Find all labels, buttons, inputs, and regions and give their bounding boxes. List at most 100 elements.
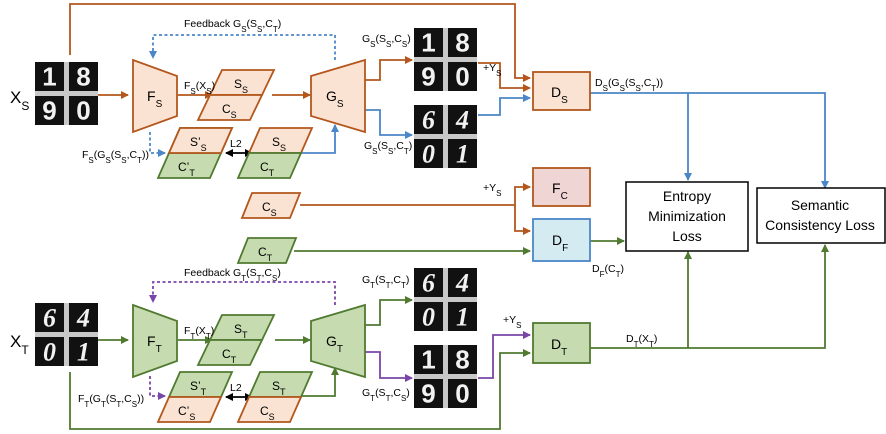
digit-cell xyxy=(448,105,477,134)
semantic-loss-line-1: Semantic xyxy=(791,197,849,213)
digit-cell xyxy=(35,62,64,91)
cs-input-label: CS xyxy=(262,200,277,218)
gt-label: GT xyxy=(326,333,343,355)
digit-cell xyxy=(69,337,98,366)
target-input-label: XT xyxy=(10,332,29,357)
digit-glyph: 1 xyxy=(77,338,90,367)
target-l2-label: L2 xyxy=(230,382,242,394)
semantic-loss-box xyxy=(756,187,886,244)
digit-cell xyxy=(69,303,98,332)
digit-glyph: 0 xyxy=(43,338,56,367)
ds-to-losses-line xyxy=(588,92,829,189)
ds-output-label: DS(GS(SS,CT)) xyxy=(595,77,663,93)
target-swap-s: ST xyxy=(272,379,286,397)
target-recon-c: C’S xyxy=(178,404,195,422)
source-recon-s: S’S xyxy=(190,135,207,153)
target-generator-gt xyxy=(310,303,366,379)
target-skip-connection xyxy=(69,349,531,430)
fc-label: FC xyxy=(552,180,568,202)
gt-to-same-image-arrow xyxy=(365,296,413,326)
digit-cell xyxy=(414,28,443,57)
gs-cross-label: GS(SS,CT) xyxy=(364,140,412,156)
digit-glyph: 0 xyxy=(455,379,469,409)
digit-cell xyxy=(69,96,98,125)
target-flow-lines xyxy=(69,244,829,430)
middle-flow-lines xyxy=(294,183,625,255)
digit-glyph: 1 xyxy=(456,140,469,169)
ct-input-label: CT xyxy=(258,245,273,263)
source-latent-c: CS xyxy=(222,102,237,120)
target-recon-arrow xyxy=(149,376,166,400)
source-swap-s: SS xyxy=(272,135,286,153)
target-recon-code xyxy=(156,371,234,423)
cs-input-code xyxy=(240,192,302,219)
source-skip-connection xyxy=(69,3,531,82)
semantic-loss-line-2: Consistency Loss xyxy=(765,217,875,233)
source-swap-c: CT xyxy=(260,160,275,178)
dt-output-label: DT(XT) xyxy=(626,333,657,349)
to-fc-arrow xyxy=(514,183,531,205)
digit-cell xyxy=(414,268,443,297)
source-swap-code xyxy=(236,127,314,179)
digit-cell xyxy=(69,62,98,91)
source-recon-c: C’T xyxy=(178,160,195,178)
ft-label: FT xyxy=(147,333,162,355)
digit-glyph: 0 xyxy=(455,62,469,92)
gt-cross-label: GT(ST,CS) xyxy=(362,387,410,403)
cross-image-to-dt-arrow xyxy=(478,331,531,379)
source-latent-s: SS xyxy=(234,77,248,95)
classifier-fc xyxy=(532,167,591,207)
digit-glyph: 6 xyxy=(422,106,435,135)
digit-glyph: 4 xyxy=(455,106,469,135)
digit-cell xyxy=(448,139,477,168)
fs-label: FS xyxy=(147,88,163,110)
digit-glyph: 8 xyxy=(76,62,90,92)
dt-to-losses-line xyxy=(590,244,829,349)
ft-output-label: FT(XT) xyxy=(184,325,214,341)
source-latent-code xyxy=(196,69,276,121)
digit-cell xyxy=(35,337,64,366)
digit-glyph: 0 xyxy=(422,303,435,332)
source-generator-gs xyxy=(310,58,366,134)
target-feedback-label: Feedback GT(ST,CS) xyxy=(184,267,281,283)
ds-label: DS xyxy=(551,84,568,106)
digit-glyph: 9 xyxy=(42,96,56,126)
target-encoder-ft xyxy=(132,303,178,379)
gs-to-cross-image-arrow xyxy=(365,109,413,139)
source-flow-lines xyxy=(69,3,829,189)
target-feedback-arrow xyxy=(149,281,336,305)
digit-glyph: 6 xyxy=(422,269,435,298)
source-recon-arrow xyxy=(149,132,166,157)
digit-glyph: 8 xyxy=(455,345,469,375)
digit-cell xyxy=(414,139,443,168)
digit-glyph: 0 xyxy=(76,96,90,126)
digit-cell xyxy=(448,268,477,297)
digit-glyph: 9 xyxy=(421,62,435,92)
digit-glyph: 9 xyxy=(421,379,435,409)
df-output-label: DF(CT) xyxy=(592,263,624,279)
ct-input-code xyxy=(236,237,298,264)
digit-cell xyxy=(414,62,443,91)
entropy-loss-box xyxy=(625,181,749,252)
digit-cell xyxy=(448,345,477,374)
target-recon-label: FT(GT(ST,CS)) xyxy=(78,393,144,409)
target-swap-c: CS xyxy=(260,404,275,422)
source-input-label: XS xyxy=(10,88,29,113)
digit-glyph: 1 xyxy=(456,303,469,332)
to-df-arrow xyxy=(514,205,531,235)
swap-to-gt-arrow xyxy=(298,367,339,397)
digit-glyph: 1 xyxy=(421,345,435,375)
source-plus-y: +YS xyxy=(483,62,501,78)
digit-glyph: 1 xyxy=(421,28,435,58)
digit-glyph: 4 xyxy=(76,304,90,333)
digit-glyph: 6 xyxy=(43,304,56,333)
gt-same-label: GT(ST,CT) xyxy=(362,274,409,290)
domain-discriminator-df xyxy=(532,218,591,262)
